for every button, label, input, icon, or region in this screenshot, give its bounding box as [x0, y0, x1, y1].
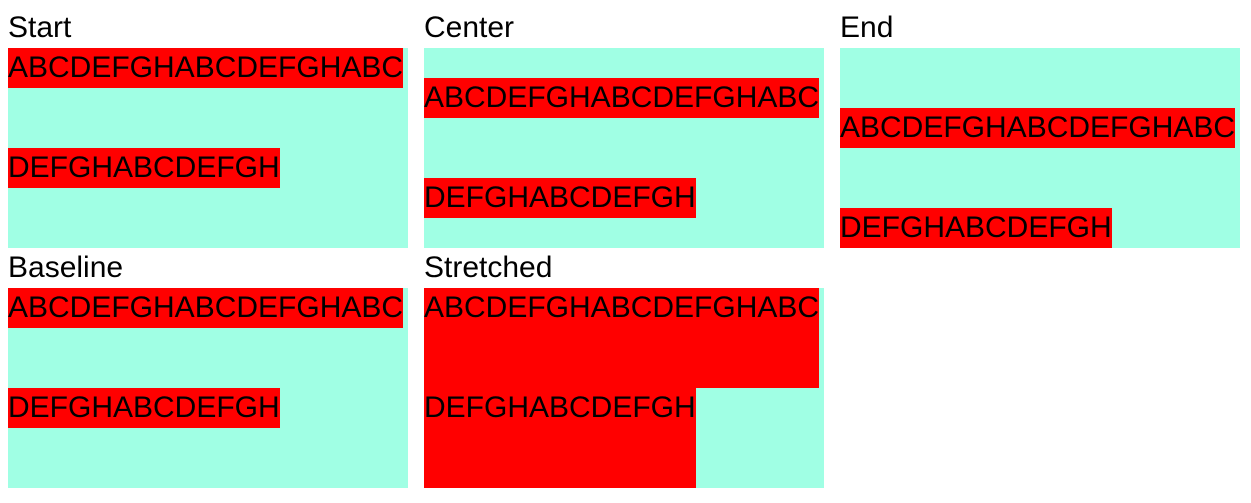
demo-end-row-2: DEFGHABCDEFGH	[840, 148, 1240, 248]
demo-end-row-1: ABCDEFGHABCDEFGHABC	[840, 48, 1240, 148]
demo-center-row-2: DEFGHABCDEFGH	[424, 148, 824, 248]
demo-stretched-container: ABCDEFGHABCDEFGHABC DEFGHABCDEFGH	[424, 288, 824, 488]
demo-stretched-item-2: DEFGHABCDEFGH	[424, 388, 696, 488]
demo-center-row-1: ABCDEFGHABCDEFGHABC	[424, 48, 824, 148]
demo-start-label: Start	[8, 11, 72, 44]
demo-stretched-item-1: ABCDEFGHABCDEFGHABC	[424, 288, 820, 388]
demo-baseline-row-1: ABCDEFGHABCDEFGHABC	[8, 288, 408, 388]
demo-center: Center ABCDEFGHABCDEFGHABC DEFGHABCDEFGH	[424, 8, 824, 248]
demo-center-item-1: ABCDEFGHABCDEFGHABC	[424, 78, 820, 118]
demo-end-item-1: ABCDEFGHABCDEFGHABC	[840, 108, 1236, 148]
demo-start-row-2: DEFGHABCDEFGH	[8, 148, 408, 248]
demo-stretched-row-1: ABCDEFGHABCDEFGHABC	[424, 288, 824, 388]
demo-end-item-2: DEFGHABCDEFGH	[840, 208, 1112, 248]
demo-center-label: Center	[424, 11, 515, 44]
demo-baseline-row-2: DEFGHABCDEFGH	[8, 388, 408, 488]
demo-baseline-label: Baseline	[8, 251, 124, 284]
demo-start-item-1: ABCDEFGHABCDEFGHABC	[8, 48, 404, 88]
demo-stretched-label: Stretched	[424, 251, 553, 284]
demo-start-container: ABCDEFGHABCDEFGHABC DEFGHABCDEFGH	[8, 48, 408, 248]
demo-center-item-2: DEFGHABCDEFGH	[424, 178, 696, 218]
demo-baseline-container: ABCDEFGHABCDEFGHABC DEFGHABCDEFGH	[8, 288, 408, 488]
demo-start-row-1: ABCDEFGHABCDEFGHABC	[8, 48, 408, 148]
demo-end-container: ABCDEFGHABCDEFGHABC DEFGHABCDEFGH	[840, 48, 1240, 248]
demo-start-item-2: DEFGHABCDEFGH	[8, 148, 280, 188]
demo-baseline-item-2: DEFGHABCDEFGH	[8, 388, 280, 428]
demo-stretched-row-2: DEFGHABCDEFGH	[424, 388, 824, 488]
demo-center-container: ABCDEFGHABCDEFGHABC DEFGHABCDEFGH	[424, 48, 824, 248]
demo-baseline: Baseline ABCDEFGHABCDEFGHABC DEFGHABCDEF…	[8, 248, 408, 488]
demo-end: End ABCDEFGHABCDEFGHABC DEFGHABCDEFGH	[840, 8, 1240, 248]
alignment-demo-grid: Start ABCDEFGHABCDEFGHABC DEFGHABCDEFGH …	[8, 8, 1240, 488]
demo-end-label: End	[840, 11, 894, 44]
demo-start: Start ABCDEFGHABCDEFGHABC DEFGHABCDEFGH	[8, 8, 408, 248]
demo-baseline-item-1: ABCDEFGHABCDEFGHABC	[8, 288, 404, 328]
demo-stretched: Stretched ABCDEFGHABCDEFGHABC DEFGHABCDE…	[424, 248, 824, 488]
